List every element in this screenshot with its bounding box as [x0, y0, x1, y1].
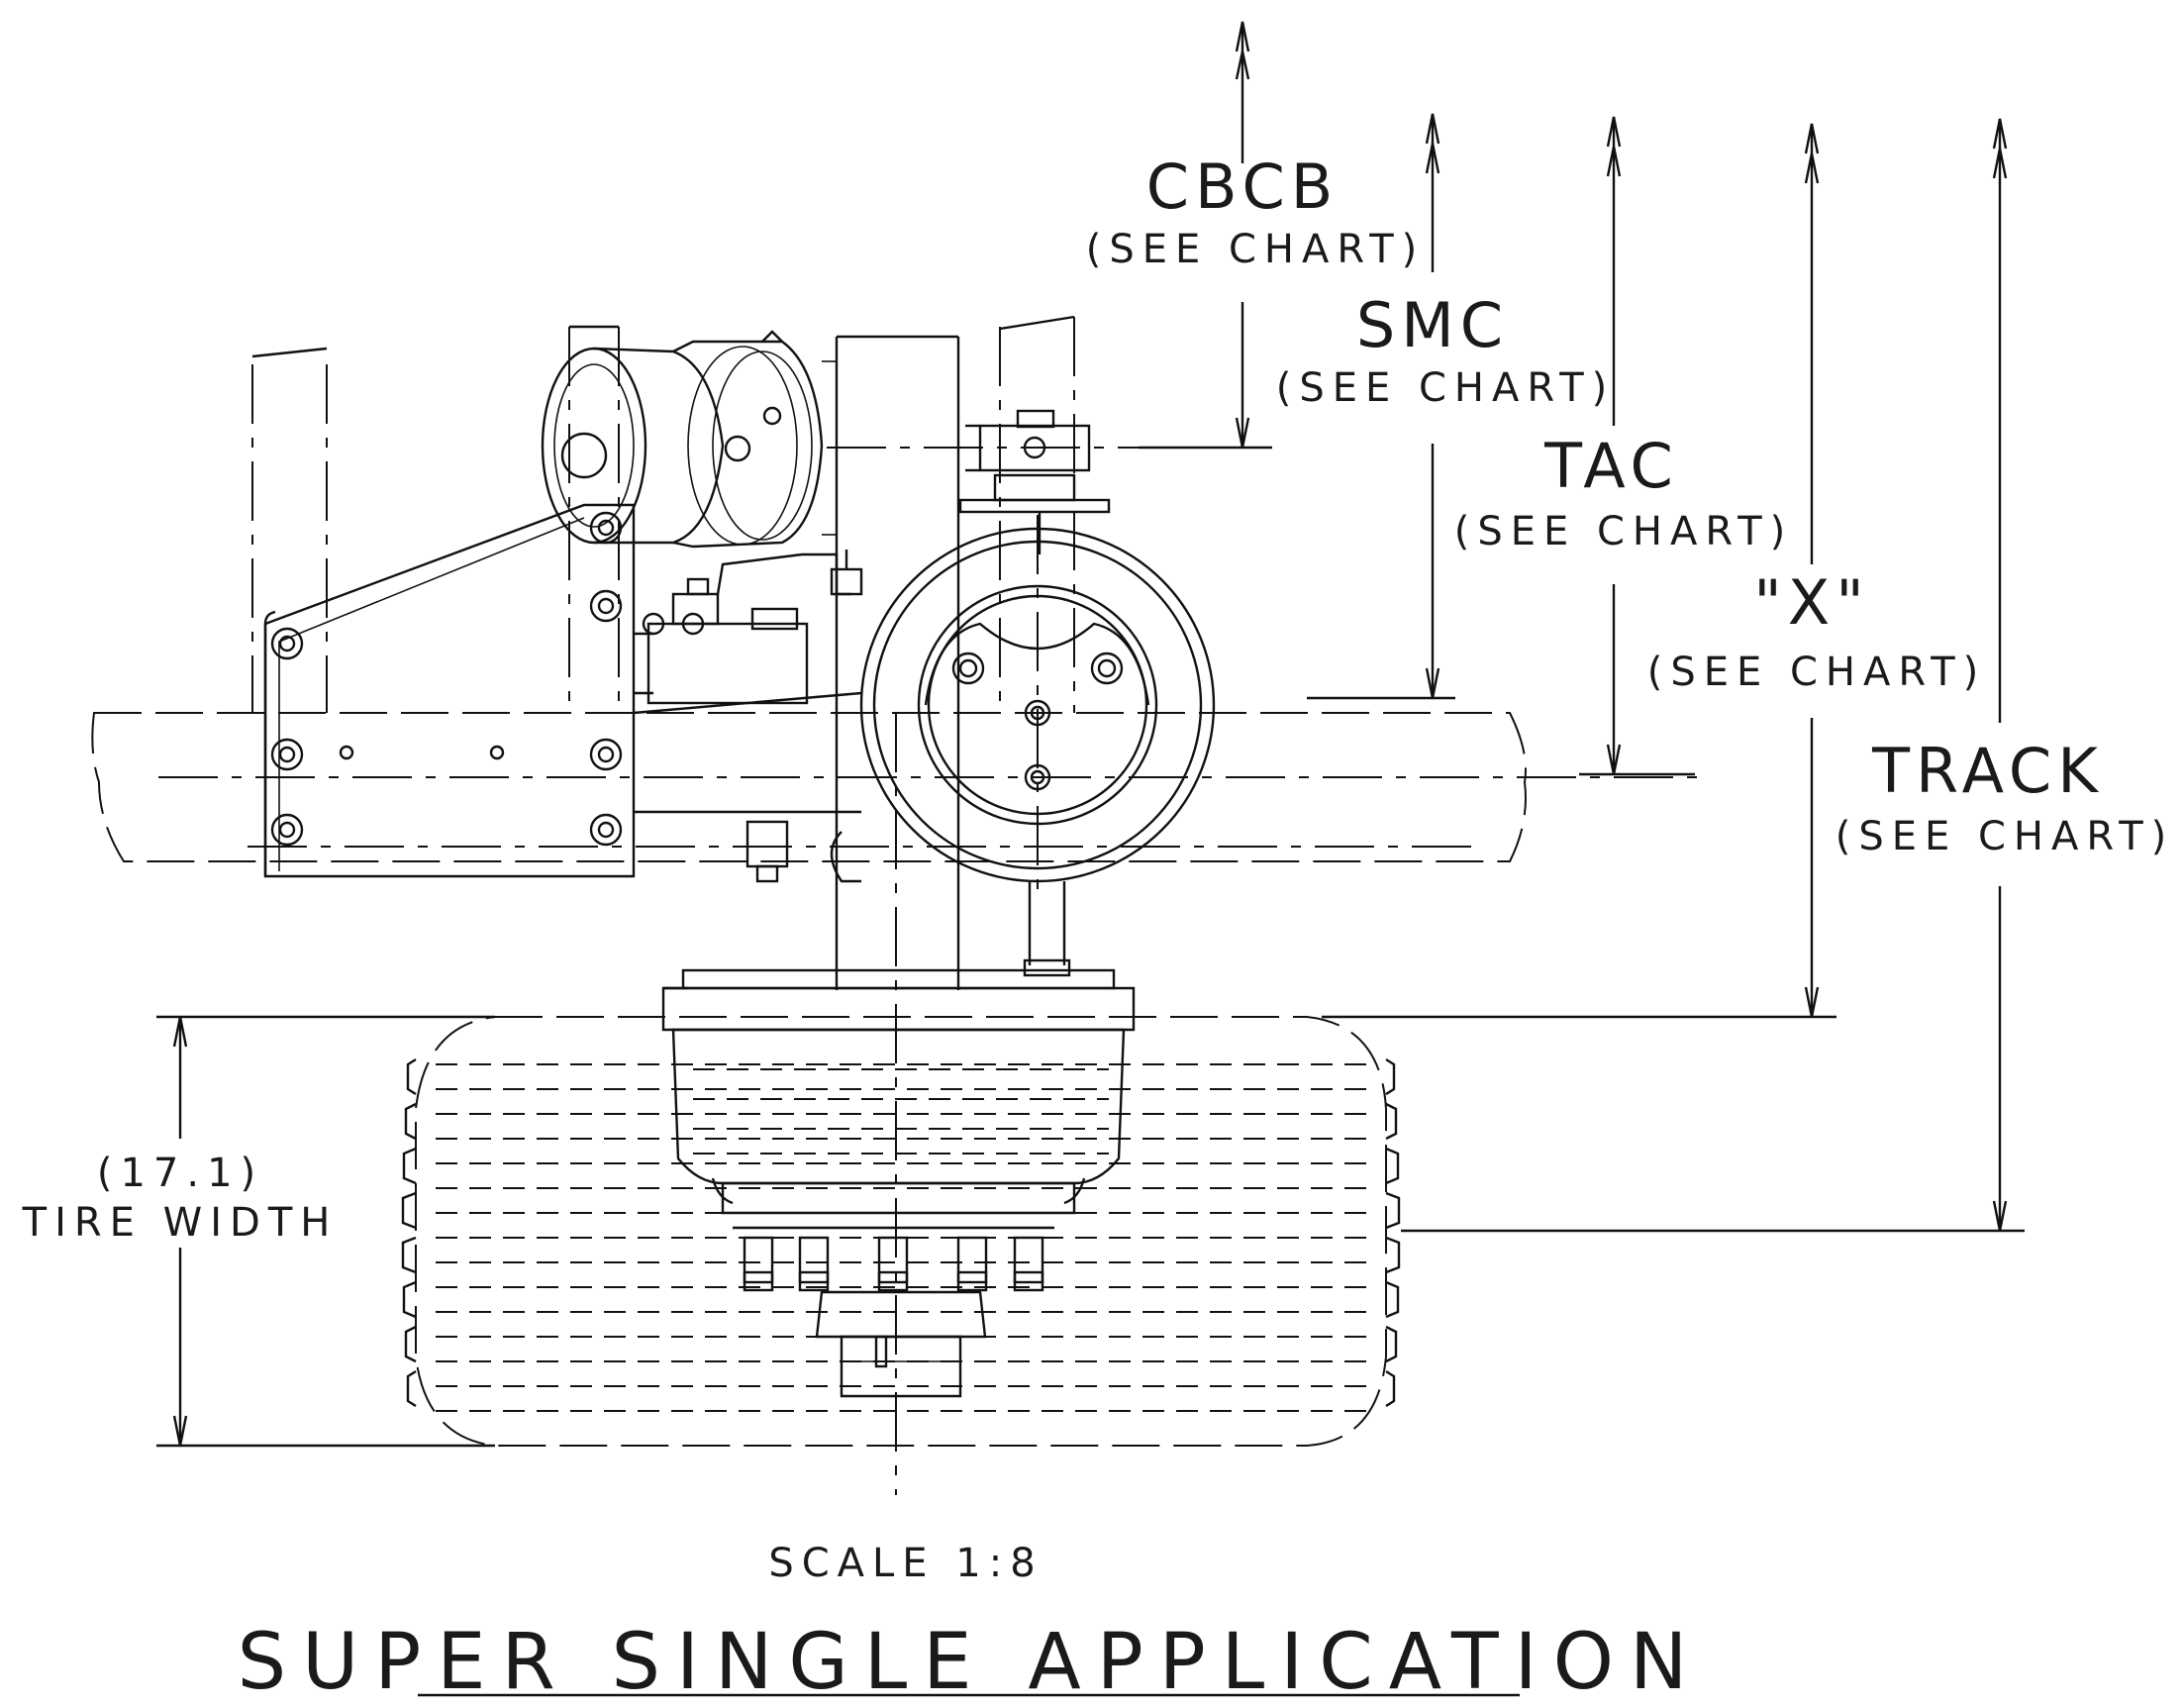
axle-beam [91, 712, 1698, 862]
drawing-title: SUPER SINGLE APPLICATION [238, 1618, 1704, 1707]
slack-adjuster [958, 409, 1111, 554]
tac-note: (SEE CHART) [1454, 509, 1794, 554]
tire-width-value: (17.1) [97, 1151, 263, 1196]
valve-plumbing [634, 550, 863, 883]
cbcb-note: (SEE CHART) [1086, 227, 1426, 272]
scale-label: SCALE 1:8 [768, 1541, 1042, 1586]
track-note: (SEE CHART) [1836, 814, 2175, 859]
track-label: TRACK [1871, 735, 2104, 807]
tire-outline [401, 1016, 1401, 1447]
brake-drum-end [859, 515, 1216, 977]
smc-note: (SEE CHART) [1276, 365, 1616, 411]
wheel-hub [661, 713, 1136, 1495]
tac-label: TAC [1543, 430, 1679, 502]
dimension-labels: CBCB (SEE CHART) SMC (SEE CHART) TAC (SE… [22, 151, 2175, 1707]
x-label: "X" [1753, 566, 1870, 639]
brake-chamber [541, 330, 1139, 549]
tire-width-label: TIRE WIDTH [22, 1200, 339, 1246]
smc-label: SMC [1356, 289, 1509, 361]
mounting-plate [263, 503, 862, 878]
x-note: (SEE CHART) [1647, 650, 1987, 695]
dimension-lines [156, 21, 2025, 1448]
frame-rails [251, 315, 1075, 990]
cbcb-label: CBCB [1146, 151, 1340, 223]
